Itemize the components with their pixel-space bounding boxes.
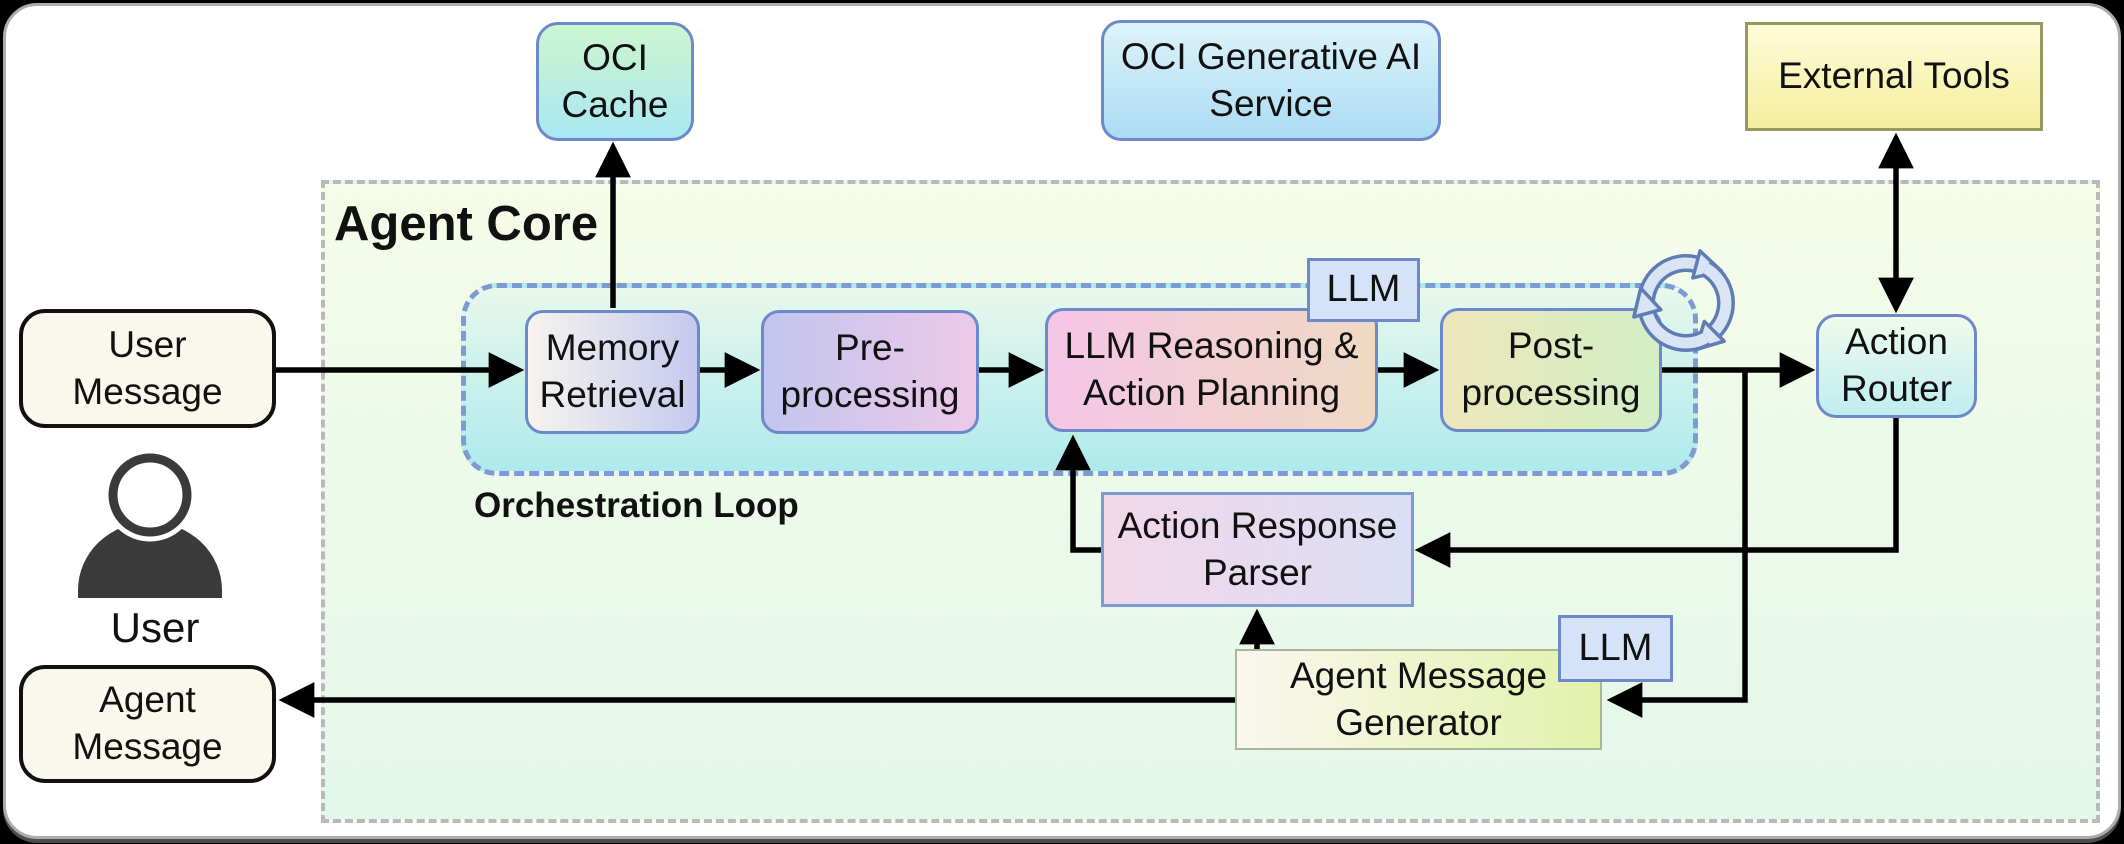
agent-message-generator-label: Agent Message Generator <box>1289 654 1548 743</box>
node-action-router: Action Router <box>1816 314 1977 418</box>
user-caption: User <box>110 604 200 651</box>
node-oci-generative-ai-service: OCI Generative AI Service <box>1101 20 1441 141</box>
llm-badge-orchestration-label: LLM <box>1326 268 1401 311</box>
node-user-message: User Message <box>19 309 276 428</box>
node-external-tools: External Tools <box>1745 22 2043 131</box>
node-agent-message-generator: Agent Message Generator <box>1235 649 1602 750</box>
post-processing-label: Post- processing <box>1461 325 1641 413</box>
user-message-label: User Message <box>72 323 223 412</box>
llm-badge-orchestration: LLM <box>1307 258 1420 322</box>
node-oci-cache: OCI Cache <box>536 22 694 141</box>
llm-badge-generator: LLM <box>1558 615 1673 682</box>
action-response-parser-label: Action Response Parser <box>1117 504 1398 593</box>
action-router-label: Action Router <box>1840 321 1953 409</box>
agent-core-title: Agent Core <box>334 197 599 251</box>
oci-cache-label: OCI Cache <box>561 36 669 125</box>
node-pre-processing: Pre- processing <box>761 310 979 434</box>
llm-reasoning-label: LLM Reasoning & Action Planning <box>1064 325 1359 413</box>
node-action-response-parser: Action Response Parser <box>1101 492 1414 607</box>
node-llm-reasoning-action-planning: LLM Reasoning & Action Planning <box>1045 308 1378 432</box>
llm-badge-generator-label: LLM <box>1578 626 1653 669</box>
node-post-processing: Post- processing <box>1440 308 1662 432</box>
pre-processing-label: Pre- processing <box>780 327 960 415</box>
memory-retrieval-label: Memory Retrieval <box>539 327 686 415</box>
external-tools-label: External Tools <box>1778 55 2010 97</box>
agent-message-label: Agent Message <box>72 679 223 767</box>
node-memory-retrieval: Memory Retrieval <box>525 310 700 434</box>
oci-generative-ai-service-label: OCI Generative AI Service <box>1120 35 1422 124</box>
orchestration-loop-title: Orchestration Loop <box>474 486 799 525</box>
node-agent-message: Agent Message <box>19 665 276 783</box>
